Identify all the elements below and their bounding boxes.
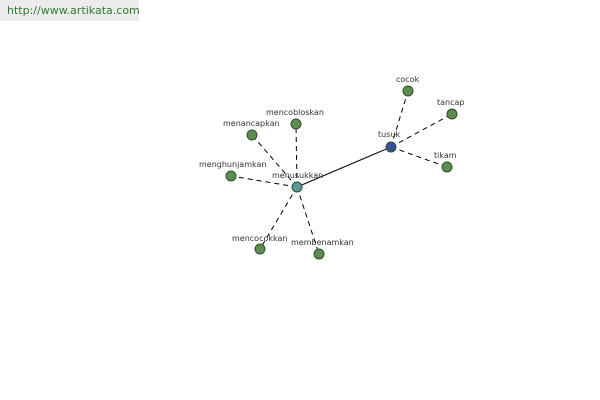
edge-menusukkan-menancapkan bbox=[251, 134, 298, 188]
node-menghunjamkan[interactable] bbox=[225, 170, 237, 182]
node-tikam[interactable] bbox=[441, 161, 453, 173]
node-label-menghunjamkan: menghunjamkan bbox=[199, 160, 266, 169]
nodes-layer bbox=[225, 85, 458, 260]
node-menancapkan[interactable] bbox=[246, 129, 258, 141]
edge-menusukkan-membenamkan bbox=[296, 186, 320, 255]
node-label-menusukkan: menusukkan bbox=[272, 171, 323, 180]
edge-menusukkan-mencobloskan bbox=[295, 123, 298, 188]
node-label-membenamkan: membenamkan bbox=[291, 238, 354, 247]
node-membenamkan[interactable] bbox=[313, 248, 325, 260]
edge-tusuk-menusukkan bbox=[296, 146, 392, 188]
source-url-text: http://www.artikata.com bbox=[7, 4, 140, 17]
node-label-menancapkan: menancapkan bbox=[223, 119, 280, 128]
edge-menusukkan-menghunjamkan bbox=[230, 175, 298, 188]
node-label-tusuk: tusuk bbox=[378, 130, 400, 139]
edge-tusuk-tikam bbox=[390, 146, 448, 168]
edge-tusuk-cocok bbox=[390, 90, 409, 148]
edge-tusuk-tancap bbox=[390, 113, 453, 148]
labels-layer: tusuk menusukkan cocok tancap tikam mencoblos… bbox=[199, 75, 465, 247]
node-tancap[interactable] bbox=[446, 108, 458, 120]
watermark-bar: http://www.artikata.com bbox=[0, 0, 140, 21]
node-tusuk[interactable] bbox=[385, 141, 397, 153]
node-mencocokkan[interactable] bbox=[254, 243, 266, 255]
node-label-mencocokkan: mencocokkan bbox=[232, 234, 287, 243]
node-cocok[interactable] bbox=[402, 85, 414, 97]
node-mencobloskan[interactable] bbox=[290, 118, 302, 130]
node-label-tancap: tancap bbox=[437, 98, 465, 107]
node-label-tikam: tikam bbox=[434, 151, 457, 160]
edges-layer bbox=[230, 90, 453, 255]
edge-menusukkan-mencocokkan bbox=[259, 186, 298, 250]
node-label-mencobloskan: mencobloskan bbox=[266, 108, 324, 117]
node-menusukkan[interactable] bbox=[291, 181, 303, 193]
node-label-cocok: cocok bbox=[396, 75, 420, 84]
